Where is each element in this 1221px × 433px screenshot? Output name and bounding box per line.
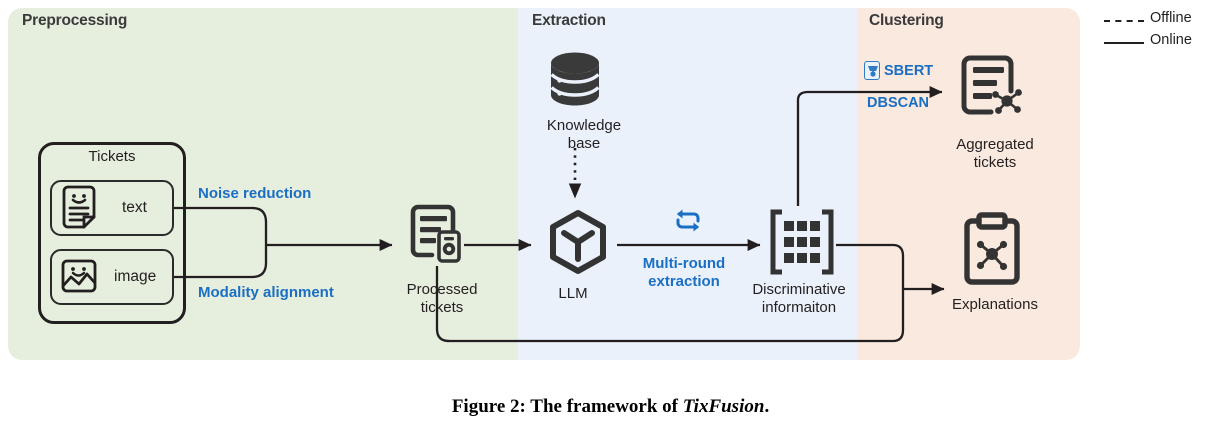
- legend-label-offline: Offline: [1150, 10, 1192, 26]
- modality-box-image: [50, 249, 174, 305]
- knowledge-base-line2: base: [567, 135, 601, 152]
- panel-preprocessing: [8, 8, 520, 360]
- legend-label-online: Online: [1150, 32, 1192, 48]
- multi-round-line2: extraction: [648, 273, 720, 290]
- panel-title-clustering: Clustering: [869, 12, 944, 29]
- node-label-llm: LLM: [558, 285, 588, 302]
- panel-clustering: [857, 8, 1080, 360]
- edge-label-modality-alignment: Modality alignment: [198, 284, 334, 301]
- tickets-group-label: Tickets: [88, 148, 136, 165]
- discriminative-line2: informaiton: [761, 299, 837, 316]
- document-smiley-icon: [57, 183, 101, 236]
- caption-suffix: .: [764, 396, 770, 417]
- caption-emphasis: TixFusion: [682, 396, 765, 417]
- matrix-icon: [768, 207, 836, 282]
- node-label-aggregated-tickets: Aggregated tickets: [932, 136, 1058, 172]
- node-label-discriminative-information: Discriminative informaiton: [729, 281, 869, 317]
- tickets-group-box: [38, 142, 186, 324]
- image-smiley-icon: [57, 252, 101, 305]
- node-label-explanations: Explanations: [952, 296, 1038, 313]
- node-label-processed-tickets: Processed tickets: [383, 281, 501, 317]
- legend-item-offline: Offline: [1104, 10, 1216, 32]
- modality-label-text: text: [122, 199, 147, 216]
- repeat-loop-icon: [671, 203, 705, 242]
- caption-prefix: Figure 2: The framework of: [451, 396, 683, 417]
- multi-round-line1: Multi-round: [642, 255, 726, 272]
- sbert-badge-icon: [864, 61, 880, 80]
- legend-item-online: Online: [1104, 32, 1216, 54]
- solid-line-icon: [1104, 42, 1144, 44]
- panel-title-preprocessing: Preprocessing: [22, 12, 128, 29]
- document-gear-icon: [405, 201, 467, 272]
- discriminative-line1: Discriminative: [752, 281, 846, 298]
- aggregated-line2: tickets: [973, 154, 1017, 171]
- dashed-line-icon: [1104, 20, 1144, 22]
- knowledge-base-line1: Knowledge: [546, 117, 622, 134]
- cube-hexagon-icon: [543, 207, 613, 286]
- database-icon: [543, 49, 607, 118]
- figure-caption: Figure 2: The framework of TixFusion.: [0, 396, 1221, 418]
- edge-label-noise-reduction: Noise reduction: [198, 185, 312, 202]
- method-label-sbert: SBERT: [884, 62, 934, 79]
- processed-tickets-line1: Processed: [406, 281, 478, 298]
- edge-label-multi-round-extraction: Multi-round extraction: [629, 255, 739, 291]
- modality-box-text: [50, 180, 174, 236]
- clipboard-graph-icon: [957, 209, 1031, 296]
- processed-tickets-line2: tickets: [420, 299, 464, 316]
- legend: Offline Online: [1104, 10, 1216, 54]
- aggregated-line1: Aggregated: [956, 136, 1034, 153]
- panel-title-extraction: Extraction: [532, 12, 606, 29]
- node-label-knowledge-base: Knowledge base: [521, 117, 647, 153]
- document-graph-icon: [955, 51, 1027, 134]
- method-sbert: SBERT: [864, 61, 933, 80]
- method-label-dbscan: DBSCAN: [867, 95, 930, 111]
- modality-label-image: image: [114, 268, 157, 285]
